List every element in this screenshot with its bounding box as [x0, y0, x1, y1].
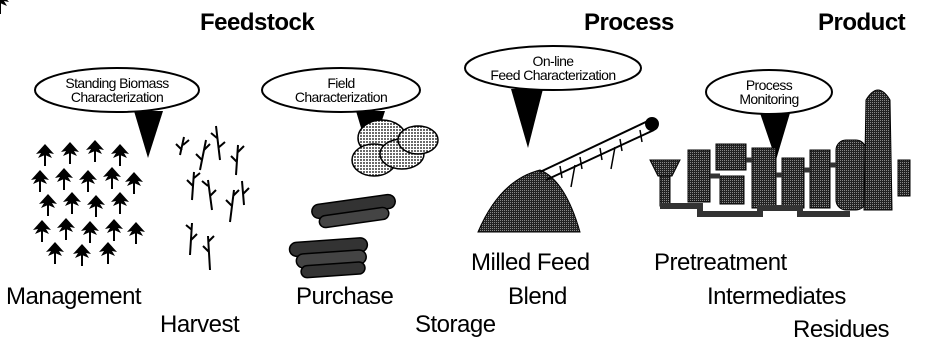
process-plant-icon — [649, 89, 911, 217]
label-harvest: Harvest — [160, 311, 240, 338]
label-milled-feed: Milled Feed — [471, 249, 590, 276]
callout-process-monitoring-line1: Process — [745, 77, 793, 93]
label-blend: Blend — [508, 283, 567, 310]
harvest-icon — [175, 125, 250, 271]
callout-process-monitoring-text: Process Monitoring — [719, 78, 819, 106]
label-residues: Residues — [793, 316, 890, 343]
label-management: Management — [6, 283, 142, 310]
header-product: Product — [818, 9, 906, 36]
feed-pile-icon — [477, 169, 581, 233]
callout-field-line1: Field — [327, 75, 355, 91]
callout-process-monitoring — [705, 69, 833, 160]
callout-online-feed-line2: Feed Characterization — [490, 67, 616, 83]
callout-standing-biomass-line2: Characterization — [70, 89, 164, 105]
callout-online-feed-text: On-line Feed Characterization — [478, 54, 628, 82]
callout-online-feed — [464, 45, 642, 148]
callout-standing-biomass — [34, 67, 200, 158]
label-intermediates: Intermediates — [707, 283, 846, 310]
callout-field-line2: Characterization — [294, 89, 388, 105]
header-feedstock: Feedstock — [200, 9, 315, 36]
callout-process-monitoring-line2: Monitoring — [739, 91, 799, 107]
forest-icon — [0, 0, 145, 266]
label-pretreatment: Pretreatment — [654, 249, 787, 276]
callout-online-feed-line1: On-line — [532, 53, 575, 69]
header-process: Process — [584, 9, 674, 36]
callout-standing-biomass-text: Standing Biomass Characterization — [52, 76, 182, 104]
callout-standing-biomass-line1: Standing Biomass — [65, 75, 169, 91]
conveyor-icon — [539, 117, 659, 188]
bales-icon — [351, 119, 439, 177]
callout-field-text: Field Characterization — [276, 76, 406, 104]
logs-icon — [288, 193, 396, 279]
label-purchase: Purchase — [296, 283, 394, 310]
label-storage: Storage — [415, 311, 496, 338]
